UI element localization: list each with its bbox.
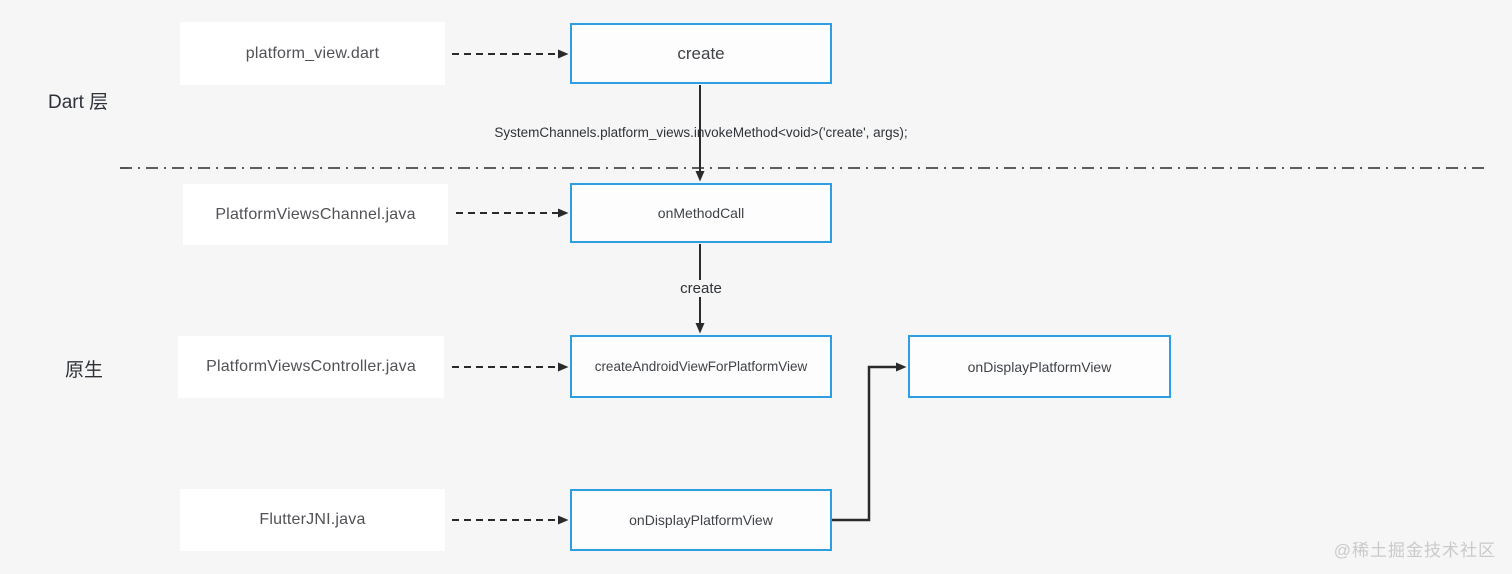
edge-label-invokemethod: SystemChannels.platform_views.invokeMeth… <box>494 125 908 140</box>
node-create: create <box>570 23 832 84</box>
watermark: @稀土掘金技术社区 <box>1333 541 1496 560</box>
edge-label-create: create <box>671 280 731 297</box>
node-platform-views-channel-java: PlatformViewsChannel.java <box>183 184 448 245</box>
node-onmethodcall: onMethodCall <box>570 183 832 243</box>
node-platform-views-controller-java: PlatformViewsController.java <box>178 336 444 398</box>
node-flutterjni-java: FlutterJNI.java <box>180 489 445 551</box>
layer-label-dart: Dart 层 <box>48 92 109 113</box>
node-ondisplayplatformview: onDisplayPlatformView <box>908 335 1171 398</box>
node-ondisplayplatformview-jni: onDisplayPlatformView <box>570 489 832 551</box>
node-platform-view-dart: platform_view.dart <box>180 22 445 85</box>
node-createandroidviewforplatformview: createAndroidViewForPlatformView <box>570 335 832 398</box>
arrow-jni-ondisplay-to-ondisplay-elbow <box>832 362 907 522</box>
layer-label-native: 原生 <box>65 360 104 381</box>
